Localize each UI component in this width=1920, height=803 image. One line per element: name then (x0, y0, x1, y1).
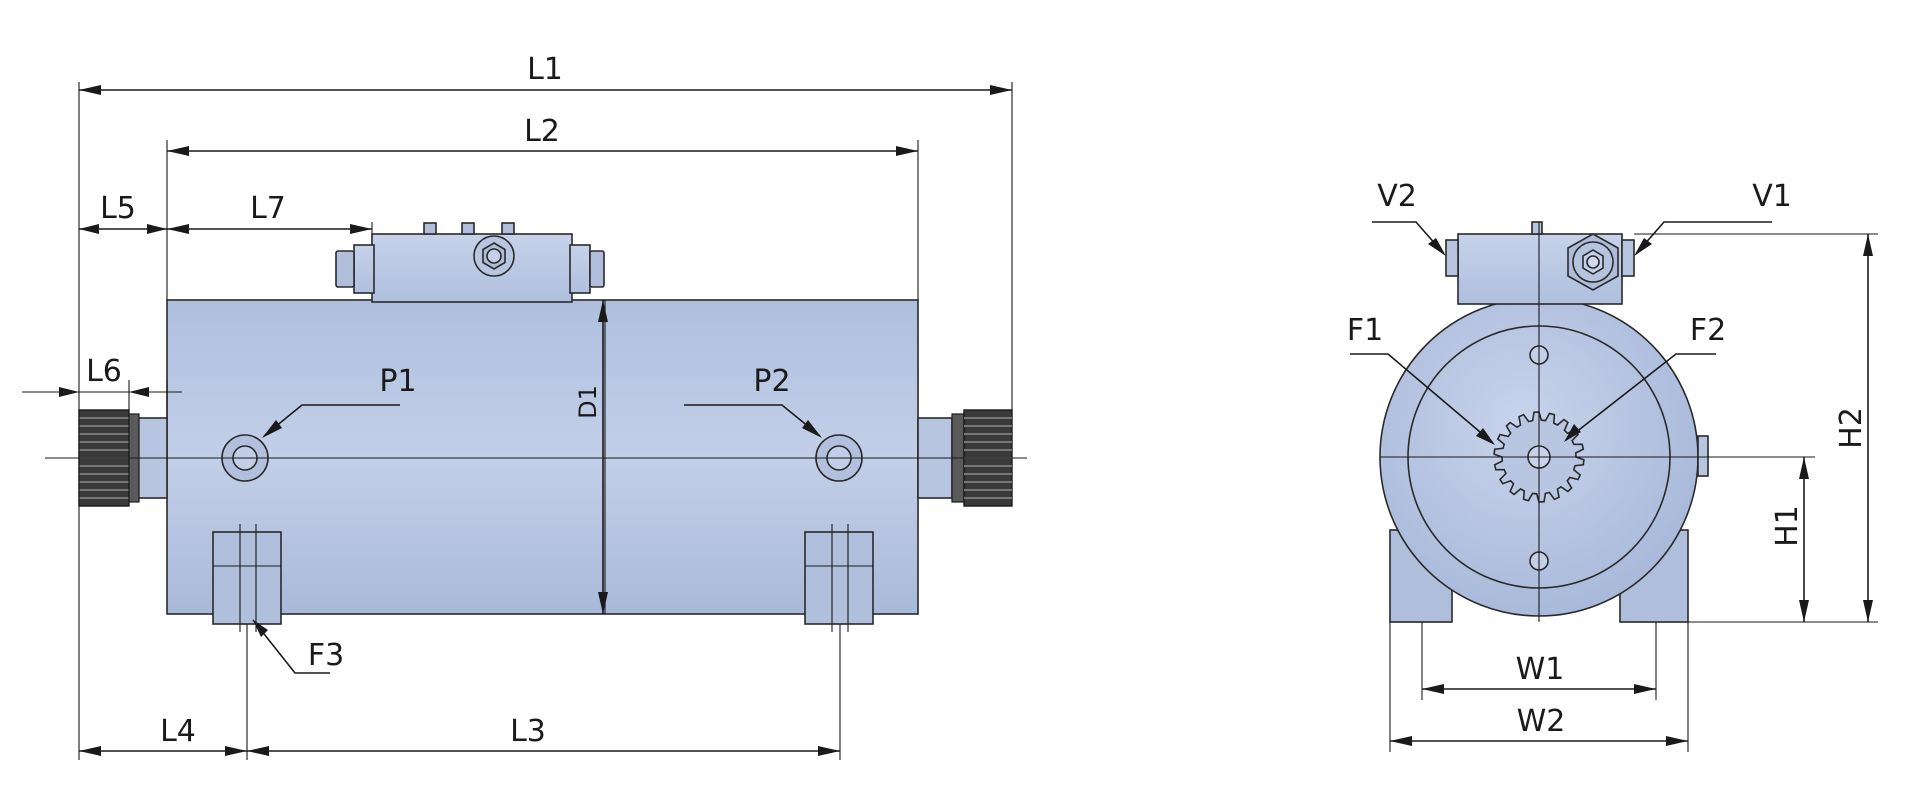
left-knurl-teeth (79, 417, 129, 499)
leader-f2 (1565, 353, 1716, 441)
leader-v2 (1372, 221, 1445, 255)
end-extension-lines (1389, 233, 1878, 752)
end-valve-cap-right (1621, 239, 1635, 277)
end-view: V2 V1 F1 F2 W1 W2 (1347, 179, 1878, 752)
end-side-nub (1697, 435, 1709, 477)
valve-pin-3 (501, 222, 515, 235)
label-v2: V2 (1377, 179, 1417, 214)
dim-label-h2: H2 (1834, 407, 1869, 449)
dim-label-l6: L6 (86, 354, 122, 389)
dim-label-h1: H1 (1770, 505, 1805, 547)
valve-block-end-right (569, 244, 591, 294)
cylinder-body (166, 299, 919, 615)
leader-v1 (1635, 221, 1772, 255)
label-p2: P2 (753, 364, 790, 399)
dim-label-l7: L7 (250, 191, 286, 226)
label-f2: F2 (1690, 313, 1726, 348)
valve-nut-right (589, 250, 605, 288)
dim-label-d1: D1 (574, 385, 602, 419)
valve-block (371, 233, 573, 303)
valve-pin-2 (461, 222, 475, 235)
leader-f3 (252, 619, 330, 674)
label-p1: P1 (379, 364, 416, 399)
end-valve-cap-left (1445, 239, 1459, 277)
extension-lines (22, 82, 1013, 760)
valve-block-end-left (353, 244, 375, 294)
valve-pin-1 (423, 222, 437, 235)
end-valve-pin (1531, 221, 1543, 235)
dim-label-w1: W1 (1516, 652, 1565, 687)
valve-nut-left (335, 250, 355, 288)
dim-label-l3: L3 (510, 714, 546, 749)
dim-label-l5: L5 (100, 191, 136, 226)
leader-f1 (1350, 353, 1494, 444)
dim-label-w2: W2 (1517, 704, 1566, 739)
label-f1: F1 (1347, 313, 1383, 348)
dim-label-l1: L1 (527, 52, 563, 87)
dim-label-l2: L2 (524, 114, 560, 149)
end-valve-bore (1586, 255, 1600, 269)
mount-foot-left (212, 531, 282, 625)
label-f3: F3 (308, 638, 344, 673)
mount-foot-right (804, 531, 874, 625)
dim-label-l4: L4 (160, 714, 196, 749)
side-view: L1 L2 L5 L7 L6 D1 P1 P2 F3 (22, 52, 1027, 760)
valve-port-inner (486, 248, 502, 264)
label-v1: V1 (1752, 179, 1792, 214)
